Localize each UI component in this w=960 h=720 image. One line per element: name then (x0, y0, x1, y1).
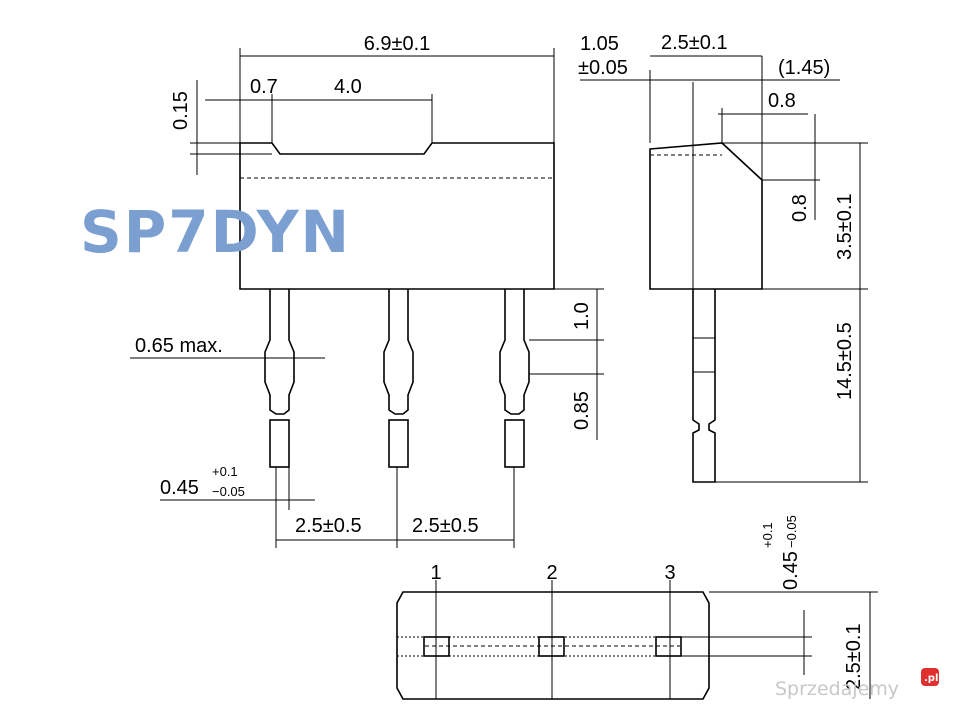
dim-lead-width-plus: +0.1 (212, 464, 238, 479)
watermark-badge (921, 668, 939, 686)
front-view: 6.9±0.1 0.7 4.0 0.15 0.65 max. 0.45 +0.1… (130, 33, 604, 548)
dim-shoulder-label: 1.0 (571, 302, 593, 330)
dim-step-label: 0.15 (170, 91, 192, 130)
pin-3-label: 3 (664, 562, 675, 584)
dim-width-label: 6.9±0.1 (364, 33, 431, 55)
side-body-outline (649, 142, 763, 290)
dim-lead-width-minus: −0.05 (212, 484, 245, 499)
dim-lead-width-label: 0.45 (160, 477, 199, 499)
part-title: SP7DYN (80, 198, 351, 266)
watermark-badge-text: .pl (924, 673, 938, 684)
bottom-view: 1 2 3 0.45 +0.1 −0.05 2.5±0.1 (396, 515, 878, 700)
dim-side-depth-label: 2.5±0.1 (661, 32, 728, 54)
pin-2-label: 2 (546, 562, 557, 584)
dim-side-ref-label: (1.45) (778, 57, 830, 79)
watermark: Sprzedajemy .pl (775, 668, 939, 700)
dim-chamfer-h-label: 0.8 (789, 194, 811, 222)
dim-lead-length-label: 14.5±0.5 (834, 322, 856, 400)
dim-pitch-1-label: 2.5±0.5 (295, 515, 362, 537)
dim-lead-thick-plus: +0.1 (760, 522, 775, 548)
dim-notch-label: 4.0 (334, 76, 362, 98)
side-lead (692, 289, 716, 483)
dim-side-a2-label: ±0.05 (578, 57, 628, 79)
dim-lead-thick-minus: −0.05 (784, 515, 799, 548)
bottom-pin-2: 2 (538, 562, 565, 699)
dim-side-height-label: 3.5±0.1 (834, 193, 856, 260)
dim-lead-thick-label: 0.45 (780, 551, 802, 590)
bottom-pin-1: 1 (423, 562, 450, 699)
dim-bottom-depth-label: 2.5±0.1 (843, 623, 865, 690)
watermark-text: Sprzedajemy (775, 678, 899, 700)
dim-chamfer-w-label: 0.8 (768, 90, 796, 112)
dim-pitch-2-label: 2.5±0.5 (412, 515, 479, 537)
dim-neck-label: 0.85 (571, 391, 593, 430)
front-lead-1 (264, 289, 295, 468)
front-lead-3 (499, 289, 530, 468)
bottom-pin-3: 3 (655, 562, 682, 699)
dim-side-a1-label: 1.05 (580, 33, 619, 55)
front-lead-2 (383, 289, 414, 468)
side-view: 1.05 ±0.05 2.5±0.1 (1.45) 0.8 0.8 3.5±0.… (578, 32, 868, 483)
pin-1-label: 1 (430, 562, 441, 584)
dim-offset-label: 0.7 (250, 76, 278, 98)
dim-lead-max-label: 0.65 max. (135, 335, 223, 357)
